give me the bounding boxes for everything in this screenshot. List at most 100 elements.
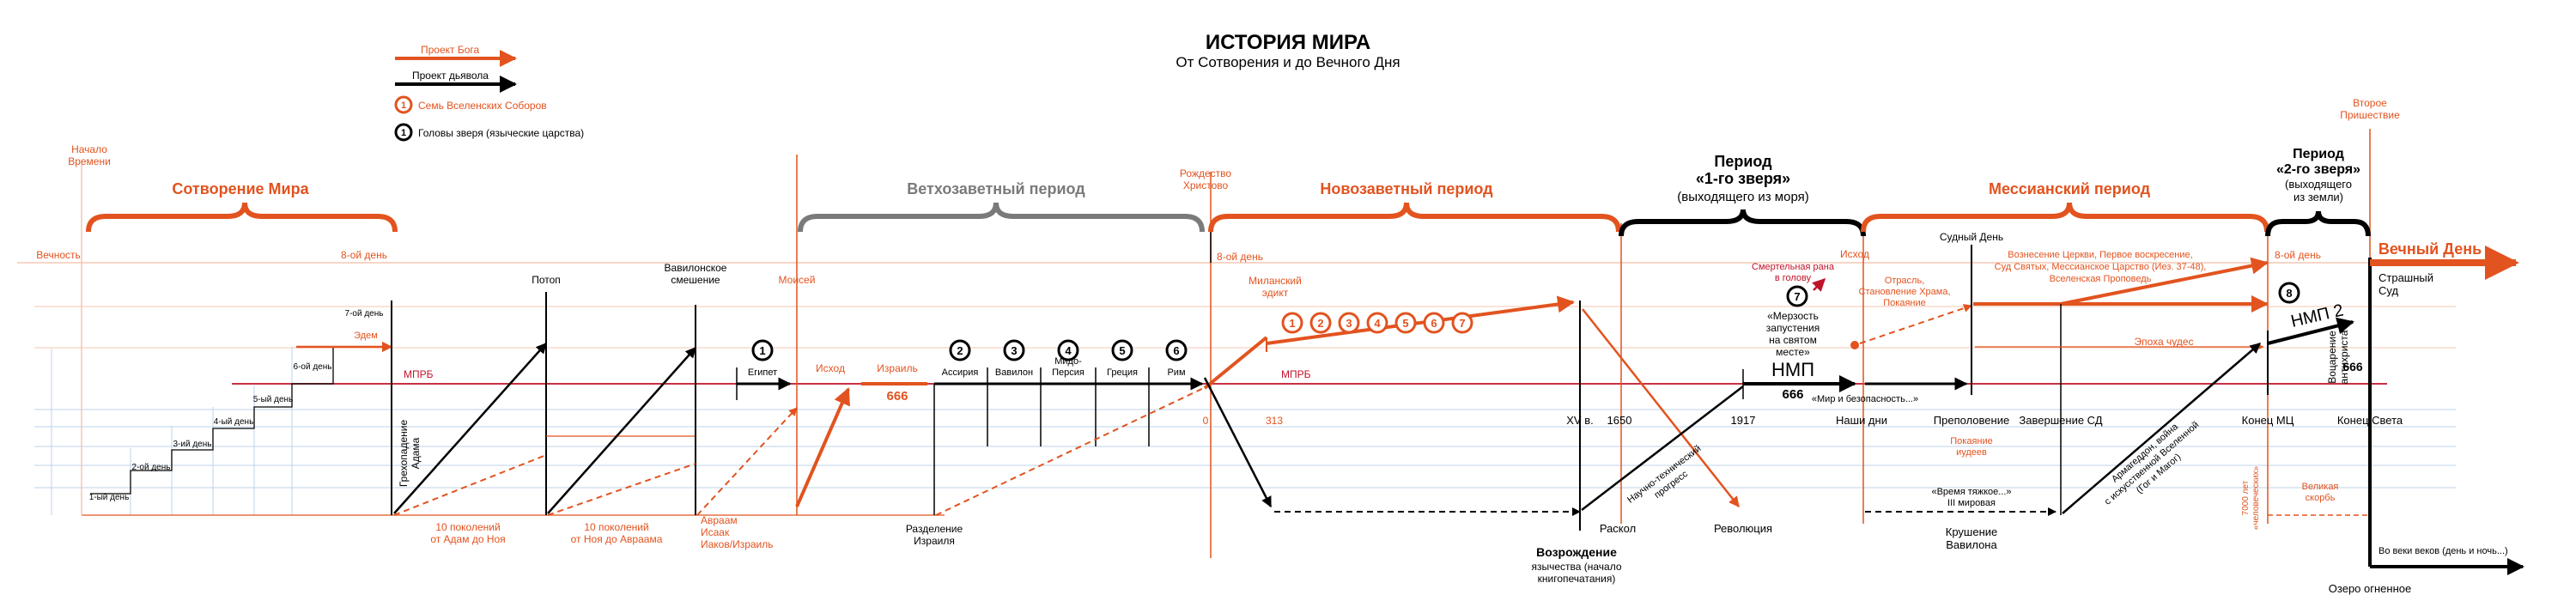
y1917-label: 1917: [1731, 414, 1756, 427]
dragon-descent-arrow: [1203, 377, 1273, 508]
year-313-label: 313: [1266, 415, 1283, 427]
period-titles: Сотворение Мира Ветхозаветный период Нов…: [172, 147, 2360, 204]
flood-label: Потоп: [532, 274, 561, 286]
to-moses-dash: [696, 407, 798, 516]
messianic-title: Мессианский период: [1989, 180, 2151, 197]
great-sorrow-2: скорбь: [2306, 493, 2336, 503]
head-label: Ассирия: [942, 367, 979, 378]
head-7-circle: [1786, 285, 1808, 307]
legend-council-icon: [394, 95, 413, 114]
eternal-day-label: Вечный День: [2379, 240, 2482, 258]
svg-text:1: 1: [401, 128, 406, 138]
day-6-label: 6-ой день: [294, 362, 332, 372]
new-testament-title: Новозаветный период: [1320, 180, 1493, 197]
day-5-label: 5-ый день: [253, 395, 294, 404]
nmp-label: НМП: [1771, 359, 1814, 380]
y7000-2: «человеческих»: [2251, 465, 2261, 530]
head-number: 3: [1011, 344, 1017, 357]
creation-history: МПРБ Грехопадение Адама Потоп 10 поколен…: [391, 262, 816, 550]
council-1: 1: [1281, 312, 1303, 334]
council-number: 1: [1289, 317, 1295, 330]
head-number: 1: [759, 344, 765, 357]
beast-heads: 1Египет2Ассирия3Вавилон4Мидо-Персия5Грец…: [748, 339, 1188, 378]
mprb-label-1: МПРБ: [404, 368, 434, 380]
abomination-3: на святом: [1769, 334, 1817, 346]
eternity-label: Вечность: [36, 249, 81, 261]
babylon-fall-1: Крушение: [1946, 525, 1998, 538]
moses-label: Моисей: [779, 274, 816, 286]
first-beast-bracket: [1619, 209, 1866, 237]
second-beast-title-4: из земли): [2293, 191, 2343, 203]
revolution-label: Революция: [1714, 522, 1772, 535]
council-number: 4: [1374, 317, 1381, 330]
jews-repent-1: Покаяние: [1950, 436, 1993, 446]
enthronement-2: антихриста: [2338, 330, 2350, 384]
day-7-label: 7-ой день: [345, 309, 384, 319]
gen-noah-abraham-1: 10 поколений: [584, 521, 648, 533]
council-3: 3: [1338, 312, 1360, 334]
legend-god-label: Проект Бога: [421, 44, 480, 56]
judgment-day-label: Судный День: [1940, 231, 2003, 243]
head-7-number: 7: [1794, 290, 1800, 303]
day-2-label: 2-ой день: [132, 463, 171, 472]
council-number: 2: [1317, 317, 1323, 330]
eighth-day-3: 8-ой день: [2275, 249, 2321, 261]
second-beast-title-1: Период: [2293, 147, 2344, 161]
division-label-2: Израиля: [914, 535, 955, 547]
head-8-number: 8: [2286, 287, 2292, 300]
babylon-label-2: смешение: [671, 274, 720, 286]
exodus-label: Исход: [816, 362, 845, 374]
top-labels: Начало Времени Вечность 8-ой день Рождес…: [36, 97, 2400, 263]
israel-666: 666: [886, 389, 908, 404]
our-days-label: Наши дни: [1836, 414, 1887, 427]
legend-head-icon: [394, 123, 413, 142]
branch-label-2: Становление Храма,: [1859, 287, 1951, 297]
new-testament-bracket: [1208, 202, 1621, 233]
end-mc-label: Конец МЦ: [2242, 414, 2294, 427]
council-4: 4: [1366, 312, 1388, 334]
abomination-1: «Мерзость: [1767, 310, 1819, 322]
legend: Проект Бога Проект дьявола 1 Семь Вселен…: [394, 44, 584, 142]
council-6: 6: [1423, 312, 1445, 334]
creation-title: Сотворение Мира: [172, 180, 309, 197]
jews-repent-2: иудеев: [1956, 447, 1987, 458]
enthronement-666: 666: [2342, 360, 2363, 373]
abomination-2: запустения: [1766, 322, 1820, 334]
miracle-era-label: Эпоха чудес: [2134, 336, 2193, 348]
background-grid: [34, 262, 2456, 515]
wound-label-2: в голову: [1775, 273, 1812, 283]
hard-time-1: «Время тяжкое...»: [1931, 487, 2011, 497]
council-circle: [1423, 312, 1445, 334]
council-circle: [1451, 312, 1473, 334]
enthronement-1: Воцарение: [2326, 331, 2338, 384]
council-7: 7: [1451, 312, 1473, 334]
head-circle: [751, 339, 774, 361]
revival-label-1: Возрождение: [1536, 545, 1617, 559]
abomination-4: месте»: [1776, 346, 1810, 358]
division-label-1: Разделение: [906, 523, 963, 535]
eighth-day-1: 8-ой день: [341, 249, 387, 261]
armageddon-2: с искусственной Вселенной: [2103, 420, 2202, 507]
y7000-1: 7000 лет: [2241, 480, 2251, 515]
day-4-label: 4-ый день: [214, 417, 254, 427]
great-sorrow-1: Великая: [2302, 482, 2339, 492]
gen-adam-noah-1: 10 поколений: [435, 521, 500, 533]
title: ИСТОРИЯ МИРА: [1206, 31, 1370, 54]
branch-label-3: Покаяние: [1883, 298, 1926, 308]
first-beast-title-3: (выходящего из моря): [1677, 190, 1809, 204]
patriarch-isaac: Исаак: [701, 526, 730, 538]
patriarch-abraham: Авраам: [701, 514, 738, 526]
fall-label-2: Адама: [410, 437, 422, 469]
beginning-of-time-2: Времени: [68, 155, 111, 167]
christmas-2: Христово: [1183, 179, 1229, 191]
subtitle: От Сотворения и до Вечного Дня: [1176, 54, 1400, 70]
ascension-label-2: Суд Святых, Мессианское Царство (Иез. 37…: [1995, 262, 2207, 272]
ascension-arrow: [2060, 257, 2269, 306]
council-number: 7: [1459, 317, 1465, 330]
council-circle: [1338, 312, 1360, 334]
